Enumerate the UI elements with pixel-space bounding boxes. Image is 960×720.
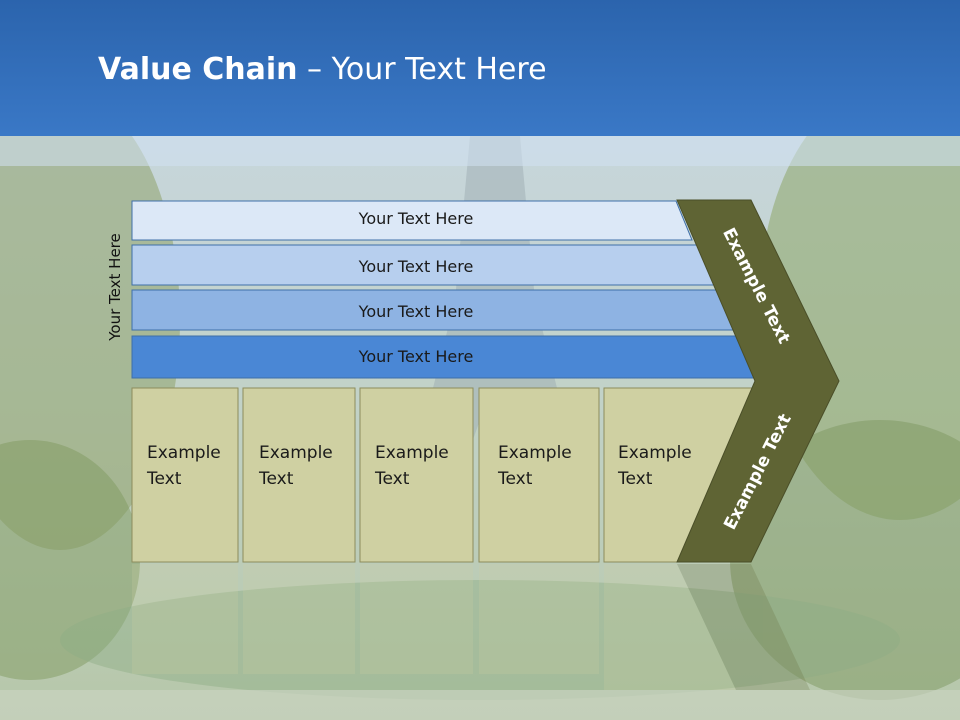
row-label-1: Your Text Here	[358, 209, 474, 228]
box-3[interactable]	[359, 387, 474, 563]
title-bold: Value Chain	[98, 52, 298, 87]
title-band	[0, 136, 960, 166]
row-label-4: Your Text Here	[358, 347, 474, 366]
title-rest: – Your Text Here	[297, 52, 547, 87]
reflection	[132, 564, 810, 690]
row-label-3: Your Text Here	[358, 302, 474, 321]
chevron-arrow[interactable]	[676, 199, 840, 563]
row-label-2: Your Text Here	[358, 257, 474, 276]
side-label: Your Text Here	[106, 233, 124, 341]
page-title: Value Chain – Your Text Here	[98, 52, 547, 87]
row-bar-1[interactable]	[131, 200, 693, 241]
box-2[interactable]	[242, 387, 356, 563]
title-bar	[0, 0, 960, 136]
box-4[interactable]	[478, 387, 600, 563]
box-1[interactable]	[131, 387, 239, 563]
